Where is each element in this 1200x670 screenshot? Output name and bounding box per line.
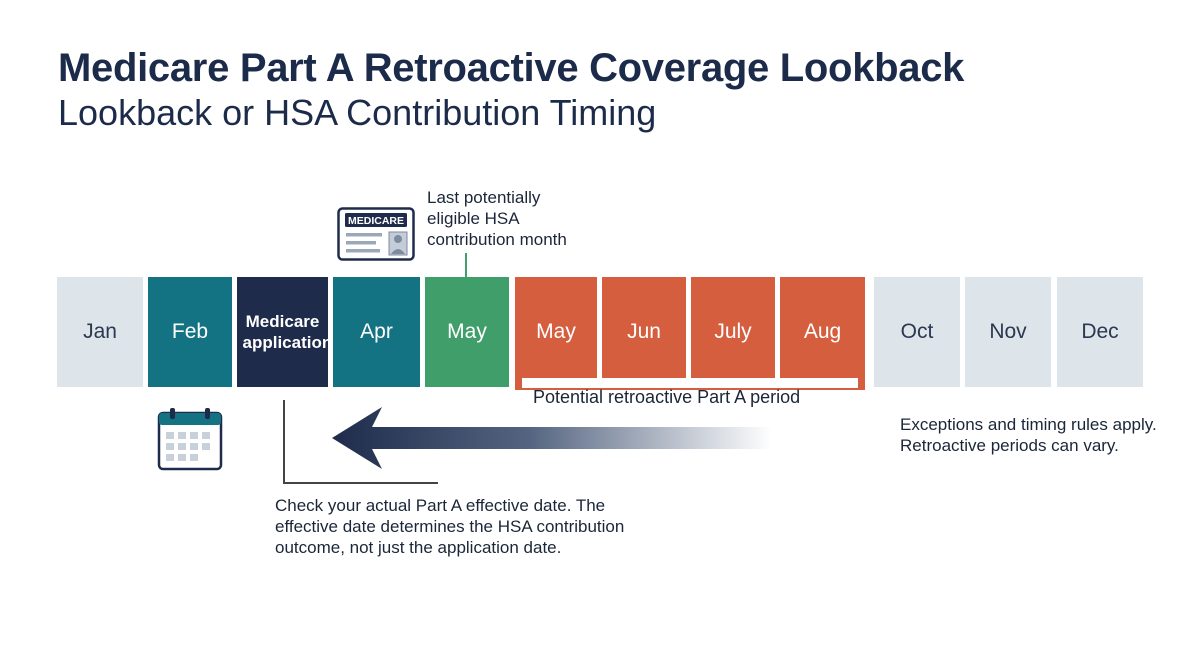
month-label: Medicare application [242, 312, 333, 352]
retro-period-bracket-notch [522, 378, 858, 388]
application-connector-horizontal [283, 482, 438, 484]
check-note-line: effective date determines the HSA contri… [275, 517, 625, 536]
calendar-icon [157, 408, 223, 471]
month-box-dec: Dec [1057, 277, 1143, 387]
month-box-july: July [691, 277, 775, 387]
check-note-line: Check your actual Part A effective date.… [275, 496, 606, 515]
month-box-may-last-eligible: May [425, 277, 509, 387]
month-box-apr: Apr [333, 277, 420, 387]
month-label: May [536, 320, 576, 343]
subtitle-lookback: Lookback [58, 92, 213, 133]
last-eligible-note-line: contribution month [427, 230, 567, 249]
month-label: Aug [803, 320, 842, 343]
last-eligible-connector [465, 253, 467, 277]
exceptions-note-line: Retroactive periods can vary. [900, 436, 1119, 455]
month-box-jan: Jan [57, 277, 143, 387]
retro-period-label: Potential retroactive Part A period [533, 387, 801, 407]
month-label: May [447, 320, 487, 343]
month-label: July [714, 320, 752, 343]
month-box-oct: Oct [874, 277, 960, 387]
last-eligible-note-line: Last potentially [427, 188, 541, 207]
month-box-medicare-application: Medicare application [237, 277, 333, 387]
month-box-nov: Nov [965, 277, 1051, 387]
application-connector-vertical [283, 400, 285, 483]
exceptions-note-line: Exceptions and timing rules apply. [900, 415, 1157, 434]
month-box-may-retro: May [515, 277, 597, 387]
medicare-card-icon: MEDICARE [337, 207, 415, 261]
exceptions-note: Exceptions and timing rules apply. Retro… [900, 414, 1157, 456]
check-effective-date-note: Check your actual Part A effective date.… [275, 495, 624, 558]
last-eligible-note-line: eligible HSA [427, 209, 520, 228]
lookback-arrow-icon [332, 407, 772, 469]
month-label: Apr [360, 320, 393, 343]
month-label: Feb [171, 320, 209, 343]
month-box-aug: Aug [780, 277, 865, 387]
month-label: Nov [989, 320, 1027, 343]
subtitle-rest: or HSA Contribution Timing [212, 92, 657, 133]
month-box-feb: Feb [148, 277, 232, 387]
last-eligible-note: Last potentially eligible HSA contributi… [427, 187, 567, 250]
card-label: MEDICARE [348, 215, 404, 227]
month-label: Jan [83, 320, 117, 343]
month-label: Jun [627, 320, 661, 343]
month-label: Dec [1081, 320, 1119, 343]
month-label: Oct [900, 320, 934, 343]
page-subtitle: Lookback or HSA Contribution Timing [58, 92, 656, 134]
check-note-line: outcome, not just the application date. [275, 538, 562, 557]
page-title: Medicare Part A Retroactive Coverage Loo… [58, 46, 965, 90]
month-box-jun: Jun [602, 277, 686, 387]
